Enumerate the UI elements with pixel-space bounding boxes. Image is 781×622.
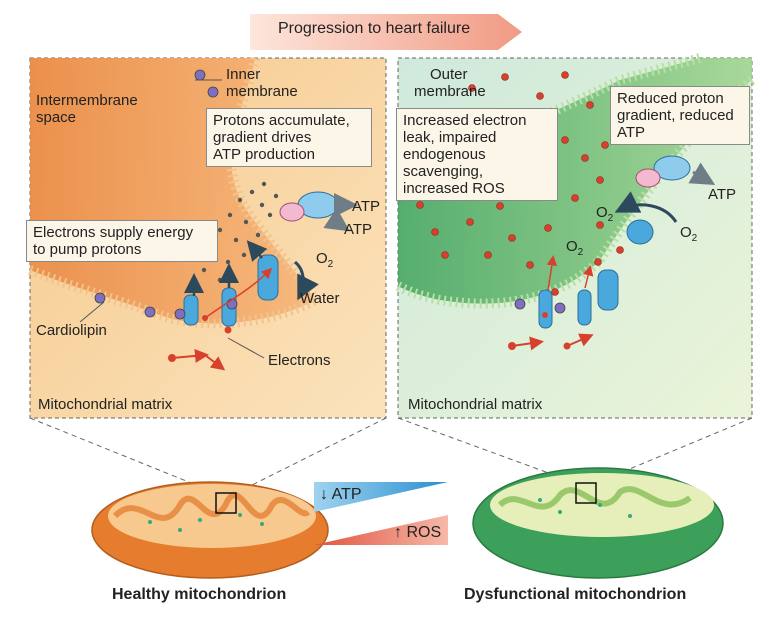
healthy-caption: Healthy mitochondrion: [112, 586, 287, 603]
atp-wedge: [314, 482, 448, 512]
protons-callout: Protons accumulate, gradient drives ATP …: [206, 108, 372, 167]
inner-membrane-line-2: membrane: [226, 83, 298, 100]
healthy-mitochondrion-illustration: [91, 481, 329, 579]
outer-membrane-label: Outer membrane: [414, 66, 486, 100]
electrons-label: Electrons: [268, 352, 331, 369]
reduced-line-2: gradient, reduced: [617, 107, 734, 124]
protons-line-3: ATP production: [213, 146, 316, 163]
complex-i: [183, 294, 199, 326]
dysfunctional-caption: Dysfunctional mitochondrion: [464, 586, 687, 603]
dysfunctional-mitochondrion-illustration: [472, 467, 724, 579]
dys-complex-iii: [577, 289, 592, 326]
inner-membrane-label: Inner membrane: [226, 66, 298, 100]
outer-membrane-line-1: Outer: [430, 66, 468, 83]
healthy-atp-1: ATP: [352, 198, 381, 215]
intermembrane-space-line-2: space: [36, 109, 77, 126]
ros-wedge: [314, 515, 448, 545]
healthy-o2-symbol: O: [316, 250, 328, 267]
progression-label: Progression to heart failure: [278, 20, 471, 37]
dys-o2-b-symbol: O: [566, 238, 578, 255]
healthy-atp-2: ATP: [344, 221, 373, 238]
leak-line-3: endogenous: [403, 146, 486, 163]
electrons-callout: Electrons supply energy to pump protons: [26, 220, 218, 262]
atp-decrease-label: ↓ ATP: [320, 486, 362, 503]
healthy-water: Water: [300, 290, 340, 307]
leak-line-4: scavenging,: [403, 163, 484, 180]
dys-o2-c: O2: [680, 224, 697, 247]
cardiolipin-label: Cardiolipin: [36, 322, 107, 339]
inner-membrane-line-1: Inner: [226, 66, 261, 83]
intermembrane-space-line-1: Intermembrane: [36, 92, 138, 109]
healthy-o2-subscript: 2: [327, 259, 334, 270]
dys-o2-a-symbol: O: [596, 204, 608, 221]
reduced-line-3: ATP: [617, 124, 646, 141]
protons-line-1: Protons accumulate,: [213, 112, 350, 129]
dysfunctional-matrix-label: Mitochondrial matrix: [408, 396, 543, 413]
dys-complex-iv: [597, 269, 619, 311]
reduced-gradient-callout: Reduced proton gradient, reduced ATP: [610, 86, 750, 145]
outer-membrane-line-2: membrane: [414, 83, 486, 100]
ros-increase-label: ↑ ROS: [394, 524, 442, 541]
progression-arrow: [250, 14, 522, 50]
dys-o2-b: O2: [566, 238, 583, 261]
dys-o2-b-subscript: 2: [577, 247, 584, 258]
electrons-callout-line-1: Electrons supply energy: [33, 224, 194, 241]
protons-line-2: gradient drives: [213, 129, 312, 146]
electrons-callout-line-2: to pump protons: [33, 241, 142, 258]
dys-complex-i: [538, 289, 553, 329]
healthy-o2: O2: [316, 250, 333, 273]
healthy-matrix-label: Mitochondrial matrix: [38, 396, 173, 413]
dys-o2-c-symbol: O: [680, 224, 692, 241]
dysfunctional-atp: ATP: [708, 186, 737, 203]
reduced-line-1: Reduced proton: [617, 90, 724, 107]
electron-leak-callout: Increased electron leak, impaired endoge…: [396, 108, 558, 201]
leak-line-5: increased ROS: [403, 180, 505, 197]
dys-o2-a-subscript: 2: [607, 213, 614, 224]
leak-line-1: Increased electron: [403, 112, 527, 129]
leak-line-2: leak, impaired: [403, 129, 497, 146]
dys-o2-c-subscript: 2: [691, 233, 698, 244]
intermembrane-space-label: Intermembrane space: [36, 92, 138, 126]
dys-o2-a: O2: [596, 204, 613, 227]
